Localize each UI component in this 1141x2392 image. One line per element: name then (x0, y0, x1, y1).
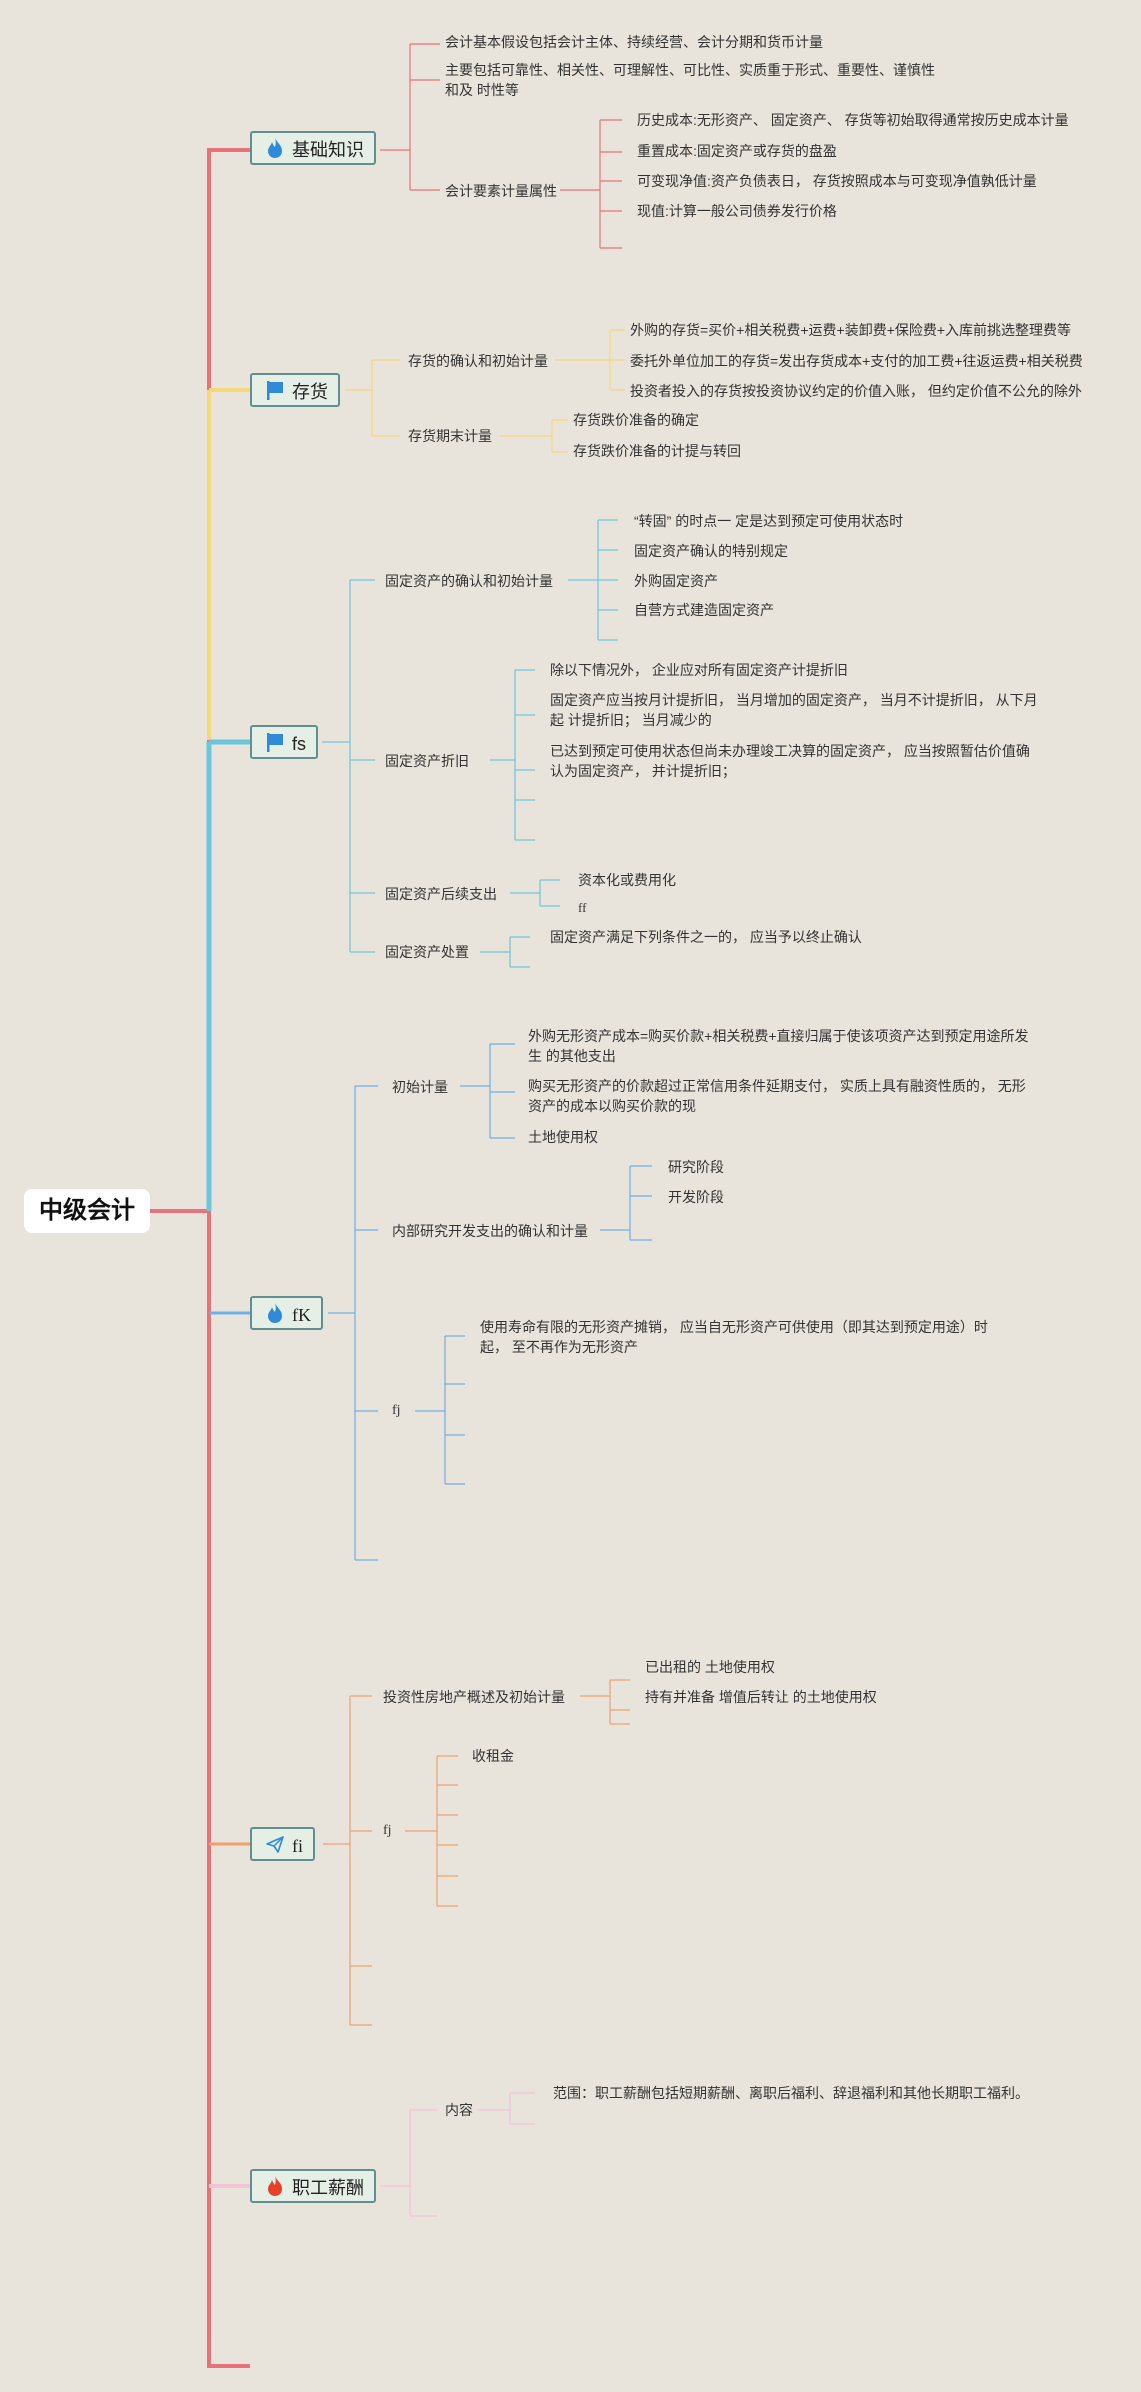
list-item[interactable]: 固定资产确认的特别规定 (634, 543, 788, 559)
flame-icon (264, 2171, 286, 2201)
list-item[interactable]: 可变现净值:资产负债表日， 存货按照成本与可变现净值孰低计量 (637, 173, 1037, 189)
branch-label: fK (292, 1305, 311, 1325)
fs-initial[interactable]: 固定资产的确认和初始计量 (385, 573, 553, 589)
flag-icon (264, 727, 286, 757)
list-item[interactable]: 外购无形资产成本=购买价款+相关税费+直接归属于使该项资产达到预定用途所发生 的… (528, 1028, 1029, 1064)
fK-initial[interactable]: 初始计量 (392, 1079, 448, 1095)
flame-icon (264, 133, 286, 163)
branch-label: fs (292, 734, 307, 754)
branch-fi[interactable]: fi (250, 1827, 315, 1861)
branch-fs[interactable]: fs (250, 725, 319, 759)
salary-content[interactable]: 内容 (445, 2102, 473, 2118)
list-item[interactable]: 委托外单位加工的存货=发出存货成本+支付的加工费+往返运费+相关税费 (630, 353, 1083, 369)
list-item[interactable]: “转固” 的时点一 定是达到预定可使用状态时 (634, 513, 904, 529)
branch-label: 基础知识 (292, 140, 364, 160)
branch-label: 存货 (292, 382, 328, 402)
list-item[interactable]: 自营方式建造固定资产 (634, 602, 774, 618)
list-item[interactable]: 收租金 (472, 1748, 514, 1764)
paper-plane-icon (264, 1829, 286, 1859)
list-item[interactable]: 外购的存货=买价+相关税费+运费+装卸费+保险费+入库前挑选整理费等 (630, 322, 1072, 338)
list-item[interactable]: 存货跌价准备的确定 (573, 412, 699, 428)
list-item[interactable]: 开发阶段 (668, 1189, 724, 1205)
list-item[interactable]: ff (578, 900, 587, 915)
branch-fK[interactable]: fK (250, 1296, 323, 1330)
fs-depreciation[interactable]: 固定资产折旧 (385, 753, 469, 769)
basics-measurement[interactable]: 会计要素计量属性 (445, 183, 557, 199)
list-item[interactable]: 使用寿命有限的无形资产摊销， 应当自无形资产可供使用（即其达到预定用途）时起， … (480, 1319, 988, 1355)
branch-basics[interactable]: 基础知识 (250, 131, 376, 165)
fi-initial[interactable]: 投资性房地产概述及初始计量 (383, 1689, 565, 1705)
branch-inventory[interactable]: 存货 (250, 373, 340, 407)
branch-label: fi (292, 1836, 303, 1856)
list-item[interactable]: 外购固定资产 (634, 573, 718, 589)
fs-subsequent[interactable]: 固定资产后续支出 (385, 886, 497, 902)
root-topic[interactable]: 中级会计 (24, 1189, 150, 1233)
list-item[interactable]: 研究阶段 (668, 1159, 724, 1175)
inventory-period-end[interactable]: 存货期末计量 (408, 428, 492, 444)
list-item[interactable]: 固定资产应当按月计提折旧， 当月增加的固定资产， 当月不计提折旧， 从下月起 计… (550, 692, 1038, 728)
list-item[interactable]: 持有并准备 增值后转让 的土地使用权 (645, 1689, 877, 1705)
basics-quality[interactable]: 主要包括可靠性、相关性、可理解性、可比性、实质重于形式、重要性、谨慎性和及 时性… (445, 62, 935, 98)
list-item[interactable]: 存货跌价准备的计提与转回 (573, 443, 741, 459)
list-item[interactable]: 历史成本:无形资产、 固定资产、 存货等初始取得通常按历史成本计量 (637, 112, 1069, 128)
list-item[interactable]: 除以下情况外， 企业应对所有固定资产计提折旧 (550, 662, 848, 678)
list-item[interactable]: 已达到预定可使用状态但尚未办理竣工决算的固定资产， 应当按照暂估价值确 认为固定… (550, 743, 1030, 779)
list-item[interactable]: 范围：职工薪酬包括短期薪酬、离职后福利、辞退福利和其他长期职工福利。 (553, 2085, 1029, 2101)
list-item[interactable]: 购买无形资产的价款超过正常信用条件延期支付， 实质上具有融资性质的， 无形资产的… (528, 1078, 1026, 1114)
fi-fj[interactable]: fj (383, 1823, 392, 1838)
inventory-initial[interactable]: 存货的确认和初始计量 (408, 353, 548, 369)
branch-salary[interactable]: 职工薪酬 (250, 2169, 376, 2203)
fs-disposal[interactable]: 固定资产处置 (385, 944, 469, 960)
fK-fj[interactable]: fj (392, 1403, 401, 1418)
list-item[interactable]: 投资者投入的存货按投资协议约定的价值入账， 但约定价值不公允的除外 (630, 383, 1082, 399)
list-item[interactable]: 土地使用权 (528, 1129, 598, 1145)
list-item[interactable]: 重置成本:固定资产或存货的盘盈 (637, 143, 837, 159)
list-item[interactable]: 已出租的 土地使用权 (645, 1659, 775, 1675)
fK-rnd[interactable]: 内部研究开发支出的确认和计量 (392, 1223, 588, 1239)
branch-label: 职工薪酬 (292, 2178, 364, 2198)
list-item[interactable]: 资本化或费用化 (578, 872, 676, 888)
list-item[interactable]: 现值:计算一般公司债券发行价格 (637, 203, 837, 219)
flag-icon (264, 375, 286, 405)
basics-assumptions[interactable]: 会计基本假设包括会计主体、持续经营、会计分期和货币计量 (445, 34, 823, 50)
list-item[interactable]: 固定资产满足下列条件之一的， 应当予以终止确认 (550, 929, 862, 945)
flame-icon (264, 1298, 286, 1328)
